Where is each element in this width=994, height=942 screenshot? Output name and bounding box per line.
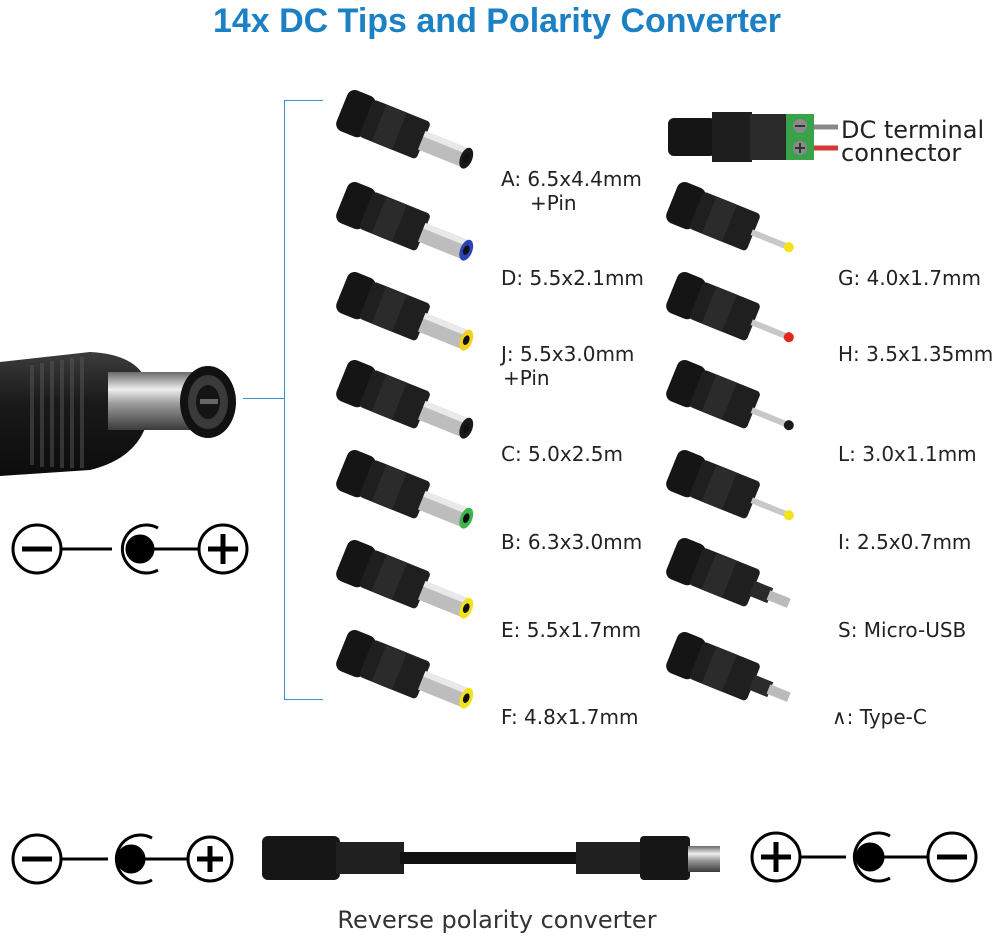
- tip-label-c: C: 5.0x2.5m: [501, 442, 623, 466]
- caption-reverse-polarity: Reverse polarity converter: [337, 906, 657, 934]
- tip-label-d: D: 5.5x2.1mm: [501, 266, 644, 290]
- polarity-symbol-center-positive: [11, 523, 249, 575]
- polarity-symbol-input: [11, 833, 234, 885]
- tip-label-l: L: 3.0x1.1mm: [838, 442, 977, 466]
- tip-adapter-image: [666, 182, 794, 253]
- tip-adapter-image: [336, 272, 474, 351]
- tips-bracket: [284, 100, 323, 700]
- tip-adapter-image: [336, 182, 474, 261]
- tip-label-i: I: 2.5x0.7mm: [838, 530, 972, 554]
- tip-label-e: E: 5.5x1.7mm: [501, 618, 642, 642]
- tip-sublabel-j: +Pin: [503, 366, 550, 390]
- reverse-polarity-cable-image: [262, 836, 720, 880]
- tip-label-s: S: Micro-USB: [838, 618, 967, 642]
- tip-adapter-image: [336, 630, 474, 709]
- tip-adapter-image: [666, 538, 791, 608]
- tip-label-j: J: 5.5x3.0mm: [501, 342, 635, 366]
- polarity-symbol-output: [750, 831, 978, 883]
- tip-adapter-image: [336, 360, 474, 439]
- tip-label-g: G: 4.0x1.7mm: [838, 266, 982, 290]
- tip-sublabel-a: +Pin: [530, 191, 577, 215]
- tip-adapter-image: [336, 540, 474, 619]
- tip-label-a: A: 6.5x4.4mm: [501, 167, 642, 191]
- large-dc-plug-image: [0, 352, 236, 476]
- tip-adapter-image: [666, 272, 794, 343]
- tip-label-h: H: 3.5x1.35mm: [838, 342, 994, 366]
- tip-label-b: B: 6.3x3.0mm: [501, 530, 643, 554]
- page-title: 14x DC Tips and Polarity Converter: [212, 2, 782, 40]
- tip-adapter-image: [666, 632, 791, 702]
- tip-adapter-image: [666, 450, 794, 521]
- tip-adapter-image: [666, 360, 794, 431]
- tip-adapter-image: [336, 90, 474, 169]
- tip-label-type-c: ∧: Type-C: [832, 705, 927, 729]
- terminal-label-line2: connector: [841, 139, 962, 167]
- bracket-connector-line: [243, 398, 284, 399]
- tip-adapter-image: [336, 450, 474, 529]
- tip-label-f: F: 4.8x1.7mm: [501, 705, 639, 729]
- dc-terminal-connector-image: [668, 112, 838, 162]
- terminal-label-line1: DC terminal: [841, 116, 985, 144]
